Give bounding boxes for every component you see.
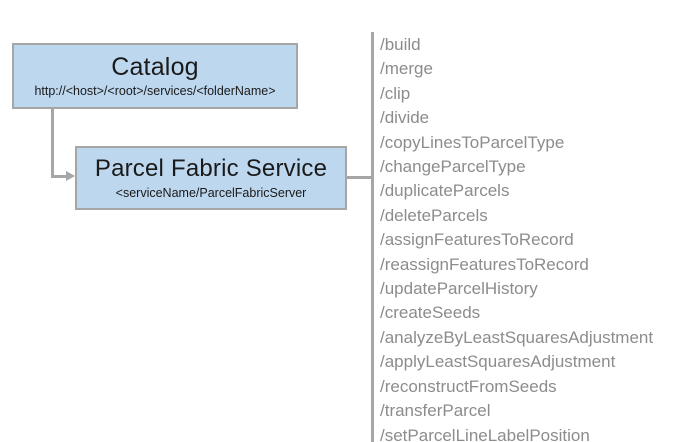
list-item: /applyLeastSquaresAdjustment: [380, 352, 616, 372]
connector-service-to-operations: [347, 176, 372, 179]
list-item: /assignFeaturesToRecord: [380, 230, 574, 250]
list-item: /duplicateParcels: [380, 181, 510, 201]
node-parcel-fabric-service: Parcel Fabric Service <serviceName/Parce…: [75, 146, 347, 210]
node-catalog-title: Catalog: [111, 53, 199, 81]
node-catalog: Catalog http://<host>/<root>/services/<f…: [12, 43, 298, 109]
node-parcel-fabric-service-title: Parcel Fabric Service: [94, 155, 328, 182]
connector-catalog-vertical-segment: [51, 109, 54, 178]
list-item: /transferParcel: [380, 401, 491, 421]
list-item: /reassignFeaturesToRecord: [380, 254, 589, 274]
list-item: /copyLinesToParcelType: [380, 132, 565, 152]
list-item: /deleteParcels: [380, 205, 488, 225]
list-item: /reconstructFromSeeds: [380, 376, 557, 396]
operations-divider: [371, 32, 374, 442]
operations-list: /build /merge /clip /divide /copyLinesTo…: [380, 33, 680, 442]
list-item: /setParcelLineLabelPosition: [380, 425, 590, 442]
list-item: /build: [380, 35, 421, 54]
node-catalog-subtitle: http://<host>/<root>/services/<folderNam…: [34, 84, 276, 98]
list-item: /analyzeByLeastSquaresAdjustment: [380, 327, 654, 347]
list-item: /clip: [380, 83, 411, 103]
list-item: /changeParcelType: [380, 157, 526, 177]
connector-catalog-horizontal-segment: [51, 175, 70, 178]
list-item: /merge: [380, 59, 433, 79]
list-item: /updateParcelHistory: [380, 279, 538, 299]
connector-arrowhead-icon: [66, 171, 75, 181]
list-item: /divide: [380, 108, 430, 128]
list-item: /createSeeds: [380, 303, 481, 323]
node-parcel-fabric-service-subtitle: <serviceName/ParcelFabricServer: [115, 186, 307, 200]
